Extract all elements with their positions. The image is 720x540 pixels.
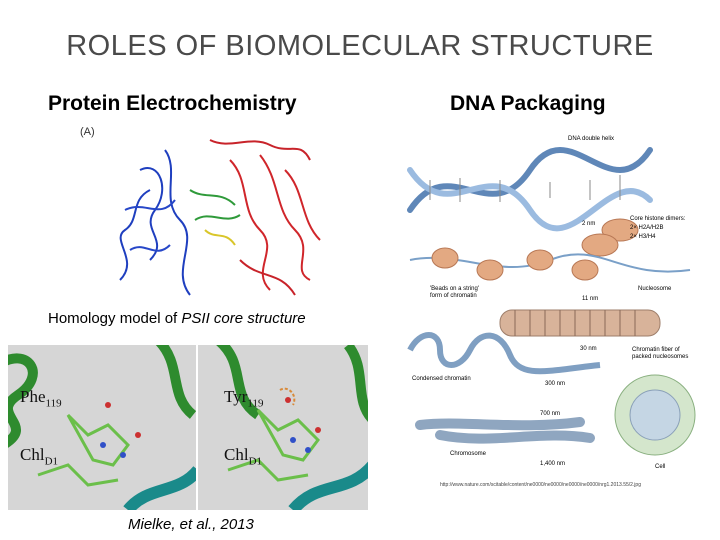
tyr-residue-label: Tyr119	[224, 387, 264, 410]
phe119-binding-site-image: Phe119 ChlD1	[8, 345, 196, 510]
label-core-histone: Core histone dimers:	[630, 216, 686, 222]
label-beads2: form of chromatin	[430, 293, 477, 299]
caption-emphasis: PSII core structure	[181, 310, 306, 327]
label-30nm: 30 nm	[580, 346, 597, 352]
psii-protein-structure-image	[110, 130, 330, 308]
label-11nm: 11 nm	[582, 296, 598, 302]
label-fiber2: packed nucleosomes	[632, 354, 688, 360]
dna-packaging-diagram: DNA double helix 2 nm Core histone dimer…	[400, 130, 700, 482]
label-beads: 'Beads on a string'	[430, 286, 479, 292]
protein-electrochemistry-heading: Protein Electrochemistry	[48, 92, 297, 115]
label-chromosome: Chromosome	[450, 451, 487, 457]
label-300nm: 300 nm	[545, 381, 565, 387]
label-h2a: 2× H2A/H2B	[630, 225, 664, 231]
slide-title: ROLES OF BIOMOLECULAR STRUCTURE	[66, 30, 654, 62]
caption-prefix: Homology model of	[48, 310, 182, 327]
label-condensed: Condensed chromatin	[412, 376, 471, 382]
label-nucleosome: Nucleosome	[638, 286, 672, 292]
dna-packaging-heading: DNA Packaging	[450, 92, 606, 115]
citation: Mielke, et al., 2013	[128, 516, 254, 533]
tyr119-binding-site-image: Tyr119 ChlD1	[198, 345, 368, 510]
label-700nm: 700 nm	[540, 411, 560, 417]
image-source-url: http://www.nature.com/scitable/content/n…	[440, 482, 641, 488]
label-double-helix: DNA double helix	[568, 136, 614, 142]
label-1400nm: 1,400 nm	[540, 461, 565, 467]
figure-label: (A)	[80, 126, 95, 138]
phe-residue-label: Phe119	[20, 387, 62, 410]
label-h3: 2× H3/H4	[630, 234, 656, 240]
protein-caption: Homology model of PSII core structure	[48, 310, 306, 327]
label-fiber: Chromatin fiber of	[632, 347, 680, 353]
chl-label: ChlD1	[20, 445, 59, 468]
chl-label: ChlD1	[224, 445, 263, 468]
label-2nm: 2 nm	[582, 221, 595, 227]
label-cell: Cell	[655, 464, 665, 470]
